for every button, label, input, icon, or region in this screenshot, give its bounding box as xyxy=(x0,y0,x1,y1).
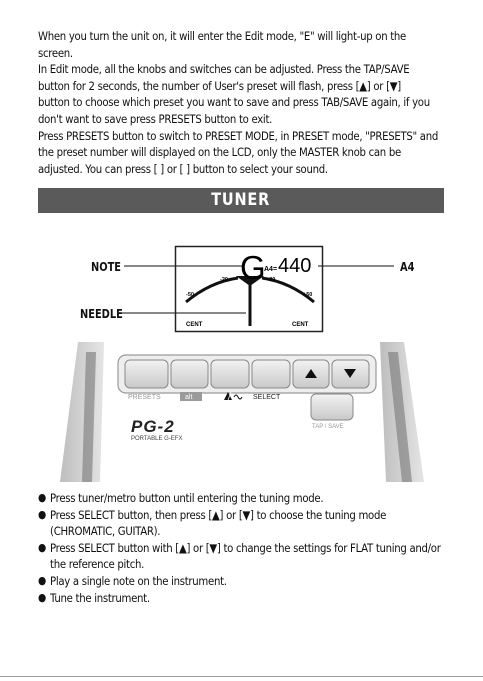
lcd-a4-value: 440 xyxy=(278,255,311,277)
cent-label: CENT xyxy=(292,322,309,328)
intro-line: screen. xyxy=(38,45,73,60)
intro-line: In Edit mode, all the knobs and switches… xyxy=(38,62,410,77)
intro-line: don't want to save press PRESETS button … xyxy=(38,111,273,126)
panel-side-left xyxy=(60,342,104,482)
up-arrow-icon xyxy=(305,369,317,378)
select-button[interactable] xyxy=(251,359,291,389)
metronome-tuner-icon xyxy=(224,391,243,401)
intro-line: adjusted. You can press [ ] or [ ] butto… xyxy=(38,161,328,176)
section-banner: TUNER xyxy=(38,188,444,213)
intro-line: button for 2 seconds, the number of User… xyxy=(38,78,401,93)
alt-button[interactable] xyxy=(170,359,209,389)
bullet-icon: ● xyxy=(38,590,46,604)
tap-save-label: TAP / SAVE xyxy=(312,424,344,430)
bullet-icon: ● xyxy=(38,540,46,554)
list-item-continuation: (CHROMATIC, GUITAR). xyxy=(50,524,161,539)
intro-line: the preset number will displayed on the … xyxy=(38,145,401,160)
select-label: SELECT xyxy=(253,394,281,401)
bullet-icon: ● xyxy=(38,491,46,504)
label-a4: A4 xyxy=(400,260,415,274)
lcd-frame xyxy=(174,245,324,333)
list-item: ●Press tuner/metro button until entering… xyxy=(38,491,324,505)
bullet-icon: ● xyxy=(38,507,46,521)
device-logo: PG-2 xyxy=(131,417,175,436)
scale-label: +50 xyxy=(303,292,312,298)
presets-label: PRESETS xyxy=(128,394,161,401)
presets-button[interactable] xyxy=(124,359,169,389)
alt-badge xyxy=(180,392,202,401)
tuner-diagram: -50 -20 +20 +50 CENT CENT G A4= 440 xyxy=(121,245,394,333)
tap-save-button[interactable] xyxy=(310,393,354,421)
alt-label: alt xyxy=(185,394,192,401)
list-item: ●Press SELECT button, then press [▲] or … xyxy=(38,507,387,522)
label-note: NOTE xyxy=(91,260,122,274)
page-bottom-rule xyxy=(0,676,483,677)
label-needle: NEEDLE xyxy=(80,307,123,321)
intro-line: When you turn the unit on, it will enter… xyxy=(38,29,406,43)
cent-label: CENT xyxy=(186,322,203,328)
tuner-metro-button[interactable] xyxy=(210,359,250,389)
down-arrow-icon xyxy=(344,369,356,378)
intro-line: button to choose which preset you want t… xyxy=(38,95,430,110)
scale-arc-right xyxy=(261,276,315,304)
intro-line: Press PRESETS button to switch to PRESET… xyxy=(38,128,438,143)
steps-list: ●Press tuner/metro button until entering… xyxy=(38,490,468,606)
device-panel: PRESETS alt SELECT TAP / SAVE PG-2 PORTA… xyxy=(60,342,424,482)
scale-label: -50 xyxy=(186,292,194,298)
device-logo-sub: PORTABLE G-EFX xyxy=(131,436,182,442)
intro-text: When you turn the unit on, it will enter… xyxy=(38,28,459,177)
bullet-icon: ● xyxy=(38,573,46,587)
scale-label: +20 xyxy=(266,277,275,283)
scale-arc-left xyxy=(185,276,239,304)
section-title: TUNER xyxy=(211,190,271,210)
lcd-a4-label: A4= xyxy=(264,266,277,273)
scale-label: -20 xyxy=(220,277,228,283)
list-item: ●Press SELECT button with [▲] or [▼] to … xyxy=(38,540,441,555)
lcd-note: G xyxy=(240,249,266,286)
list-item: ●Tune the instrument. xyxy=(38,590,150,605)
list-item: ●Play a single note on the instrument. xyxy=(38,573,227,588)
list-item-continuation: the reference pitch. xyxy=(50,557,145,572)
